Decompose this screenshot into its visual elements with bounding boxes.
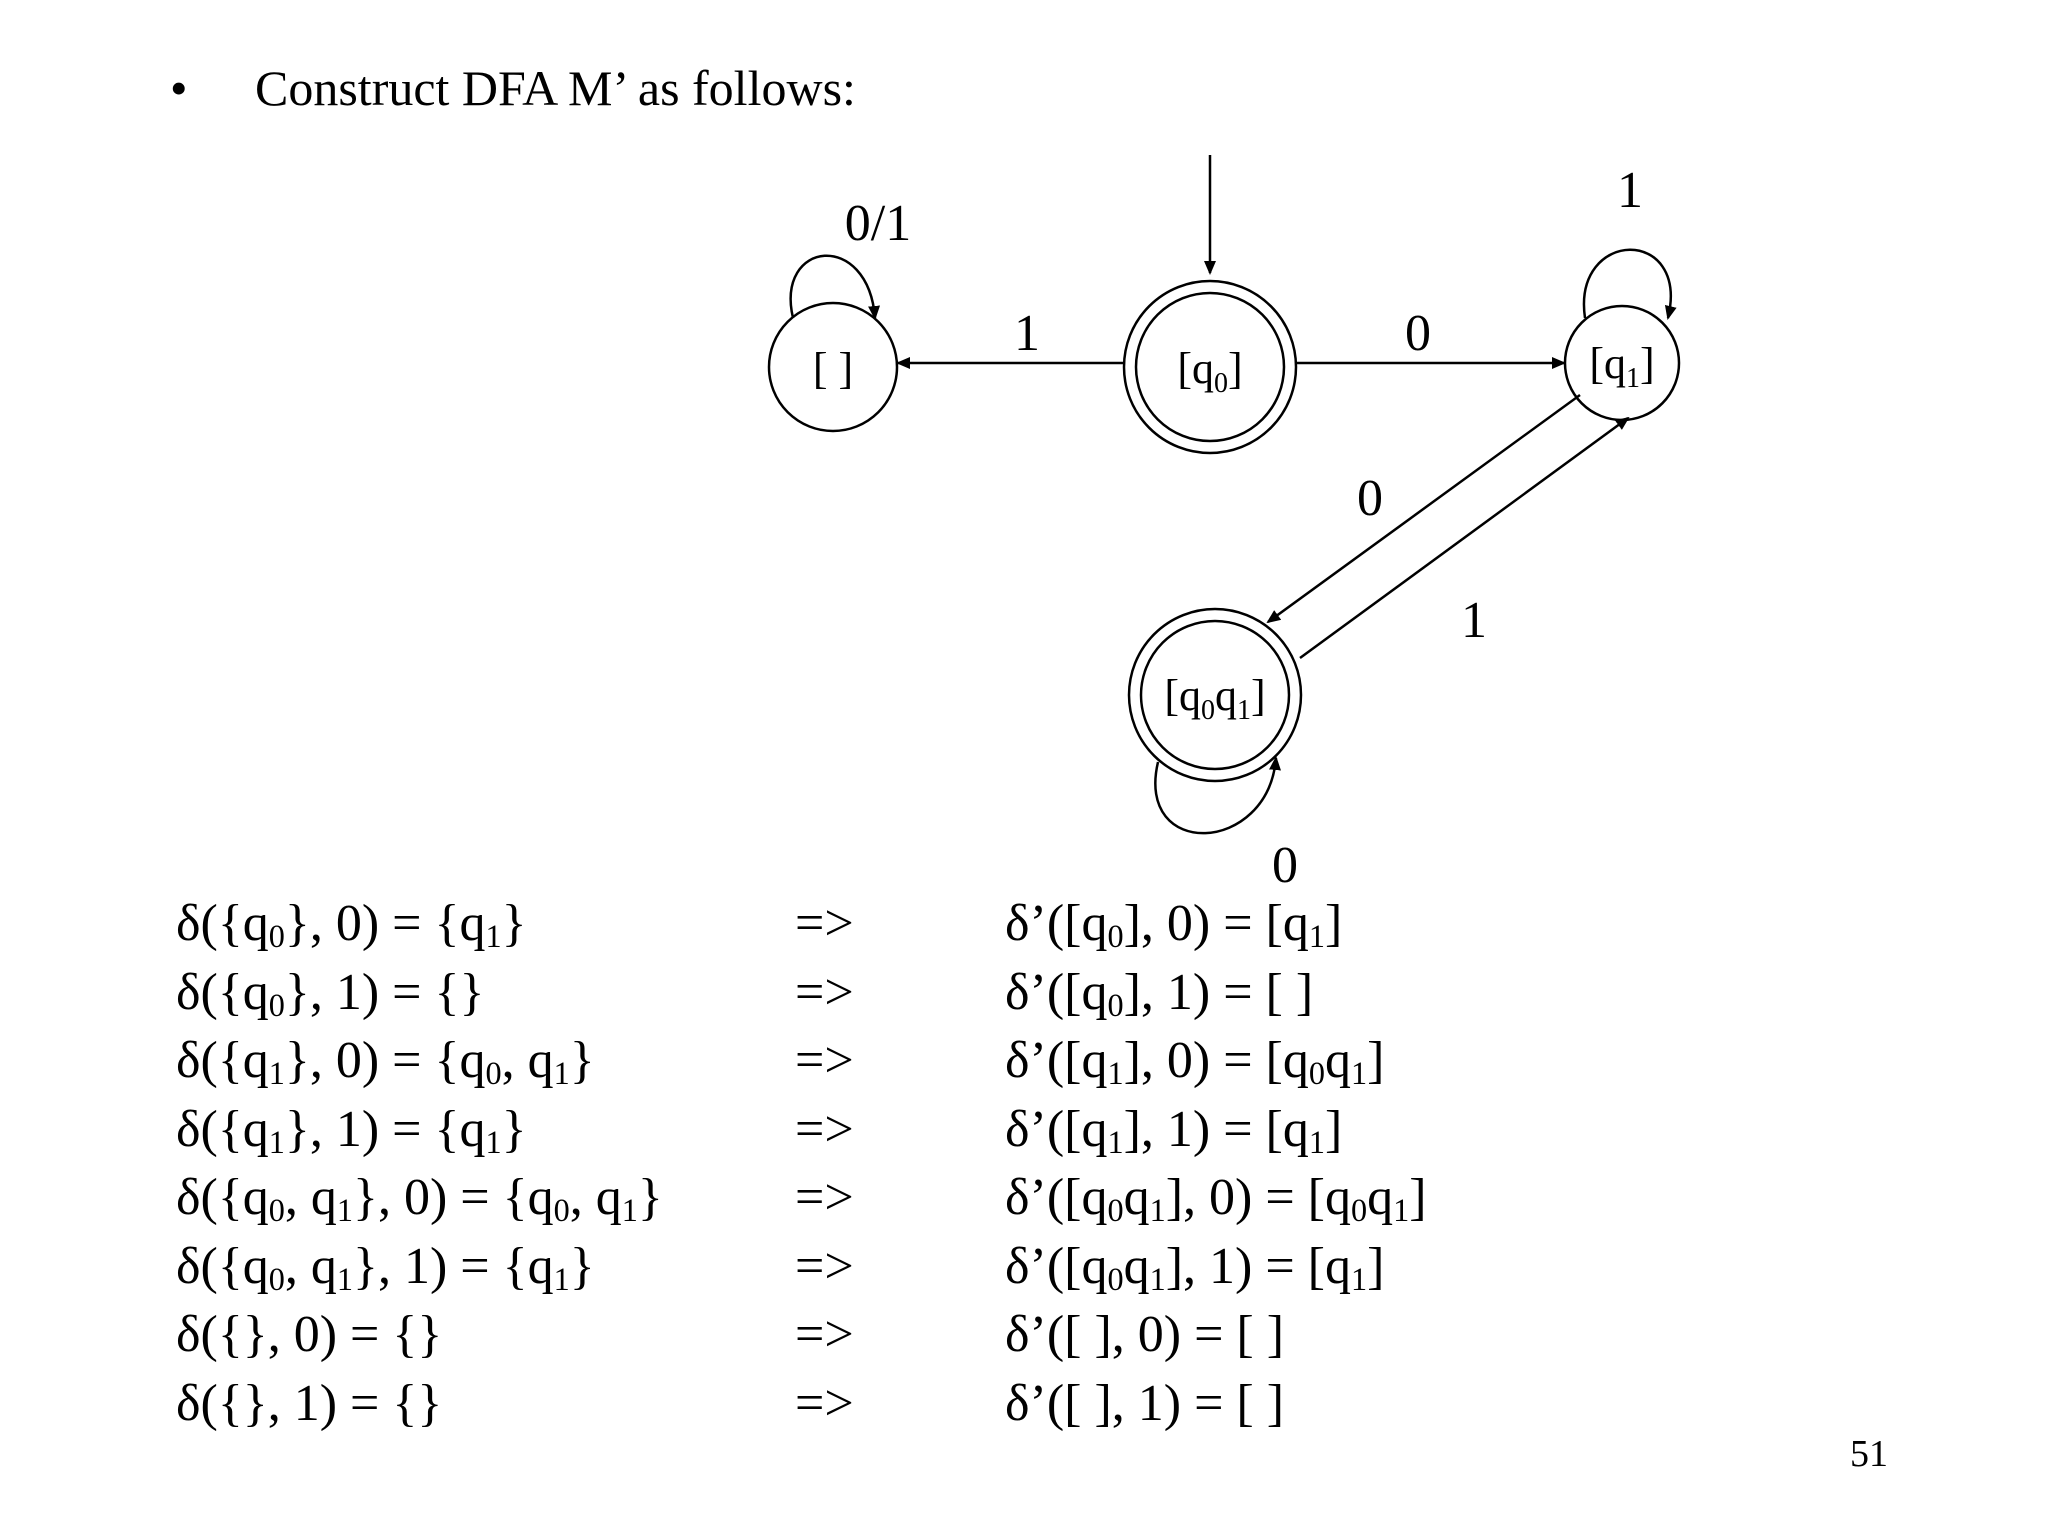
nfa-transition: δ({q1}, 1) = {q1} [176, 1100, 527, 1160]
transition-q0q1-to-q1 [1299, 416, 1630, 660]
implies-arrow: => [795, 1100, 854, 1158]
dfa-transition: δ’([q0], 1) = [ ] [1005, 963, 1314, 1023]
state-empty-label: [ ] [813, 344, 853, 393]
transition-q1-to-q0q1 [1266, 393, 1581, 624]
nfa-transition: δ({q0, q1}, 1) = {q1} [176, 1237, 595, 1297]
dfa-transition: δ’([q0], 0) = [q1] [1005, 895, 1343, 955]
nfa-transition: δ({q1}, 0) = {q0, q1} [176, 1032, 595, 1092]
implies-arrow: => [795, 1032, 854, 1089]
transition-label-empty-self: 0/1 [845, 195, 911, 252]
implies-arrow: => [795, 1374, 854, 1432]
transition-empty-self-loop [789, 254, 881, 320]
nfa-transition: δ({}, 1) = {} [176, 1374, 443, 1432]
state-q1-label: [q1] [1589, 339, 1654, 394]
state-q1: [q1] [1563, 304, 1681, 422]
transition-label-q0-to-empty: 1 [1014, 305, 1040, 362]
state-q0q1-label: [q0q1] [1164, 671, 1265, 726]
nfa-transition: δ({q0}, 1) = {} [176, 963, 485, 1023]
dfa-transition: δ’([q1], 1) = [q1] [1005, 1100, 1343, 1160]
implies-arrow: => [795, 1237, 854, 1295]
nfa-transition: δ({q0, q1}, 0) = {q0, q1} [176, 1169, 663, 1229]
dfa-transition: δ’([ ], 0) = [ ] [1005, 1306, 1285, 1363]
dfa-transition: δ’([q0q1], 0) = [q0q1] [1005, 1169, 1427, 1229]
implies-arrow: => [795, 1169, 854, 1226]
transition-label-q0q1-to-q1: 1 [1461, 592, 1487, 649]
page-number: 51 [1850, 1433, 1888, 1475]
dfa-transition: δ’([q1], 0) = [q0q1] [1005, 1032, 1385, 1092]
slide-heading: Construct DFA M’ as follows: [255, 60, 856, 116]
dfa-transition: δ’([ ], 1) = [ ] [1005, 1374, 1285, 1432]
transition-q1-self-loop [1582, 248, 1677, 320]
state-empty: [ ] [767, 301, 899, 433]
transition-label-q1-self: 1 [1617, 162, 1643, 219]
nfa-transition: δ({q0}, 0) = {q1} [176, 895, 527, 955]
dfa-diagram: [ ] [q0] [q1] [q0q1] 0/1 1 0 1 0 1 0 [767, 155, 1681, 894]
transition-label-q0q1-self: 0 [1272, 837, 1298, 894]
dfa-transition: δ’([q0q1], 1) = [q1] [1005, 1237, 1385, 1297]
bullet-marker: • [170, 60, 188, 116]
implies-arrow: => [795, 1306, 854, 1363]
state-q0: [q0] [1122, 279, 1298, 455]
implies-arrow: => [795, 963, 854, 1021]
nfa-transition: δ({}, 0) = {} [176, 1306, 443, 1363]
heading-line: • Construct DFA M’ as follows: [170, 58, 856, 118]
transition-q0q1-self-loop [1154, 756, 1281, 835]
implies-arrow: => [795, 895, 854, 952]
state-q0-label: [q0] [1177, 344, 1242, 399]
transition-label-q1-to-q0q1: 0 [1357, 470, 1383, 527]
state-q0q1: [q0q1] [1127, 607, 1303, 783]
transition-label-q0-to-q1: 0 [1405, 305, 1431, 362]
